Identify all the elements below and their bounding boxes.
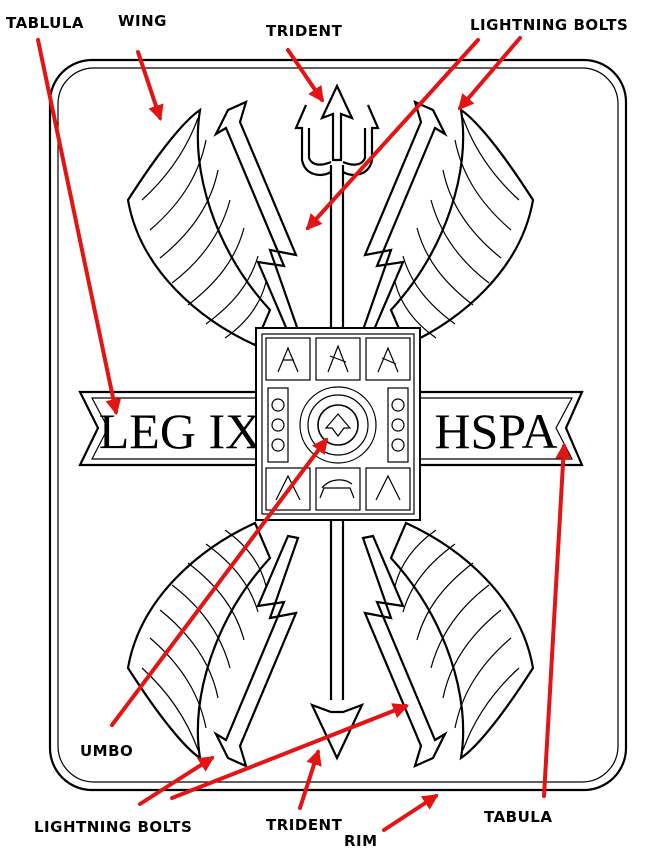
arrow-tabula	[542, 442, 572, 798]
shield-rim	[48, 58, 628, 792]
lightning-bolt-upper-left	[213, 100, 300, 334]
arrow-lightning-bottom-1	[138, 756, 215, 806]
annotation-labels: TABLULA WING TRIDENT LIGHTNING BOLTS UMB…	[6, 12, 628, 850]
annotation-arrows	[36, 36, 572, 832]
label-rim: RIM	[344, 832, 378, 850]
arrow-lightning-top-2	[457, 36, 522, 111]
label-lightning-top: LIGHTNING BOLTS	[470, 16, 628, 34]
tabula-left: LEG IX	[78, 390, 270, 467]
umbo-panel	[255, 327, 421, 521]
tabula-left-text: LEG IX	[99, 403, 261, 459]
wing-upper-left	[126, 107, 272, 347]
label-wing: WING	[118, 12, 167, 30]
tabula-right-text: HSPA	[434, 403, 557, 459]
lightning-bolt-lower-left	[213, 534, 300, 768]
arrow-trident-top	[286, 48, 324, 103]
wing-upper-right	[389, 107, 535, 347]
lightning-bolts	[213, 100, 448, 768]
trident-top	[294, 83, 380, 330]
wing-lower-left	[126, 521, 272, 761]
umbo-boss	[299, 386, 377, 464]
arrow-trident-bottom	[298, 748, 322, 810]
label-trident-top: TRIDENT	[266, 22, 343, 40]
arrow-rim	[382, 794, 439, 832]
label-trident-bottom: TRIDENT	[266, 816, 343, 834]
arrow-lightning-bottom-2	[170, 703, 409, 800]
wings	[126, 107, 535, 761]
label-tablula: TABLULA	[6, 14, 84, 32]
arrow-wing	[136, 50, 164, 122]
lightning-bolt-upper-right	[361, 100, 448, 334]
wing-lower-right	[389, 521, 535, 761]
arrow-umbo	[110, 437, 328, 727]
arrow-lightning-top-1	[305, 38, 480, 231]
label-lightning-bottom: LIGHTNING BOLTS	[34, 818, 192, 836]
label-umbo: UMBO	[80, 742, 133, 760]
arrow-tablula	[36, 38, 122, 416]
label-tabula: TABULA	[484, 808, 552, 826]
tabula-right: HSPA	[410, 390, 584, 467]
lightning-bolt-lower-right	[361, 534, 448, 768]
trident-bottom	[309, 520, 365, 761]
